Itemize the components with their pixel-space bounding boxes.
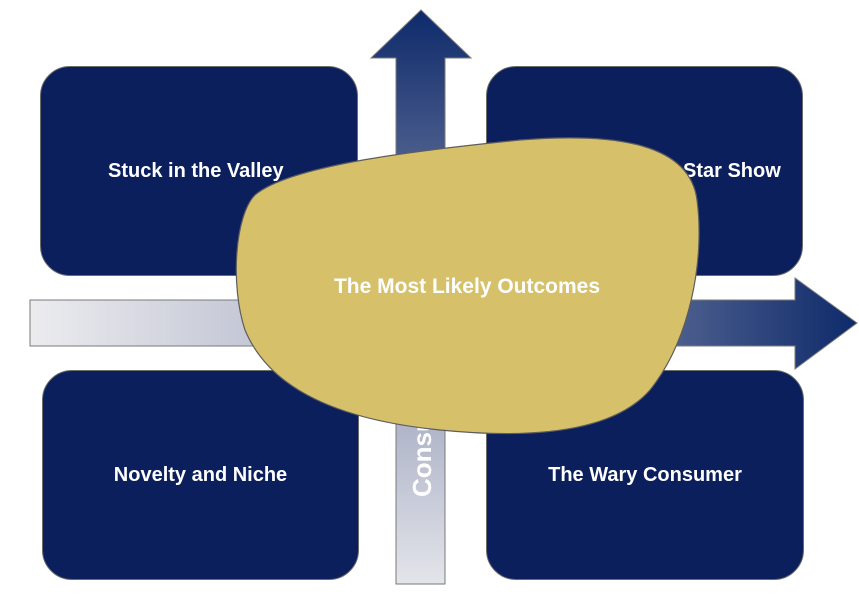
most-likely-outcomes-blob [235, 137, 700, 435]
quadrant-top-left: Stuck in the Valley [40, 66, 358, 276]
most-likely-outcomes-label: The Most Likely Outcomes [334, 275, 600, 298]
quadrant-bottom-left: Novelty and Niche [42, 370, 359, 580]
quadrant-bottom-right-label: The Wary Consumer [548, 463, 742, 486]
quadrant-top-left-label: Stuck in the Valley [108, 160, 284, 182]
quadrant-top-right-label: Star Show [683, 160, 781, 182]
quadrant-bottom-left-label: Novelty and Niche [113, 463, 288, 486]
